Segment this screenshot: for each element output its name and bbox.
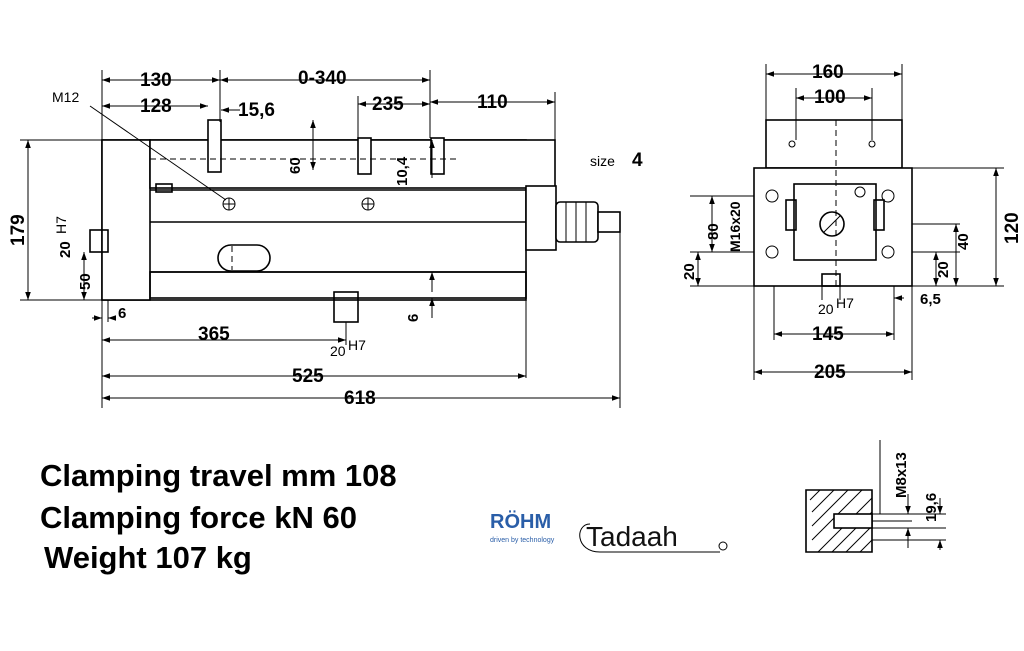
- dim-6-slot: 6: [405, 314, 422, 322]
- dim-205: 205: [814, 362, 846, 383]
- spindle-hole: [819, 211, 845, 237]
- dim-20-front-left: 20: [681, 263, 698, 280]
- h7-left: H7: [53, 216, 69, 234]
- side-view: 130 0-340 128 15,6 235 110 60 10,4 179 2…: [8, 68, 643, 409]
- dim-80: 80: [705, 223, 722, 240]
- spec-weight: Weight 107 kg: [44, 540, 252, 575]
- label-m12: M12: [52, 89, 79, 105]
- rohm-wordmark: RÖHM: [490, 510, 551, 533]
- spec-force: Clamping force kN 60: [40, 500, 357, 535]
- dim-10-4: 10,4: [394, 156, 411, 186]
- dim-0-340: 0-340: [298, 68, 347, 89]
- fixed-jaw: [101, 139, 151, 301]
- rohm-logo: RÖHM driven by technology: [490, 510, 555, 544]
- label-m16x20: M16x20: [727, 201, 743, 252]
- label-size-value: 4: [632, 150, 643, 171]
- detail-view: M8x13 19,6: [805, 440, 946, 553]
- dim-100: 100: [814, 87, 846, 108]
- dim-60: 60: [287, 157, 304, 174]
- front-view: 160 100 120 80 M16x20 20 40 20 20 H7 6,5…: [681, 62, 1023, 383]
- dim-6-5: 6,5: [920, 291, 941, 308]
- dim-40: 40: [955, 233, 972, 250]
- spindle-tip: [597, 211, 621, 233]
- pin-mid: [357, 137, 372, 175]
- spindle-body: [525, 185, 557, 251]
- dim-120: 120: [1002, 212, 1023, 244]
- threaded-hole: [833, 513, 873, 529]
- front-body: [753, 167, 913, 287]
- dim-618: 618: [344, 388, 376, 409]
- front-inner: [793, 183, 877, 261]
- rohm-tagline: driven by technology: [490, 537, 555, 544]
- pin-left: [207, 119, 222, 173]
- dim-365: 365: [198, 324, 230, 345]
- guide-bar: [149, 271, 527, 299]
- dim-235: 235: [372, 94, 404, 115]
- dim-160: 160: [812, 62, 844, 83]
- label-size: size: [590, 153, 615, 169]
- dim-m8x13: M8x13: [893, 452, 910, 498]
- dim-145: 145: [812, 324, 844, 345]
- spec-travel: Clamping travel mm 108: [40, 458, 397, 493]
- dim-20-front-right: 20: [935, 261, 952, 278]
- specs-block: Clamping travel mm 108 Clamping force kN…: [40, 458, 397, 575]
- tadaah-wordmark: Tadaah: [586, 521, 678, 552]
- dim-110: 110: [477, 92, 508, 113]
- dim-525: 525: [292, 366, 324, 387]
- dim-20h7-front: 20: [818, 301, 834, 317]
- key-slot-left: [89, 229, 109, 253]
- oval-slot: [217, 244, 271, 272]
- dim-20-left: 20: [57, 241, 74, 258]
- dim-50: 50: [77, 273, 94, 290]
- dim-128: 128: [140, 96, 172, 117]
- dim-19-6: 19,6: [923, 493, 940, 522]
- dim-6-left: 6: [118, 305, 126, 322]
- dim-20-bottom: 20: [330, 343, 346, 359]
- h7-front: H7: [836, 295, 854, 311]
- dim-179: 179: [8, 214, 29, 246]
- dim-15-6: 15,6: [238, 100, 275, 121]
- front-key: [821, 273, 841, 287]
- spindle-knurl: [555, 201, 599, 243]
- h7-bottom: H7: [348, 337, 366, 353]
- dim-130: 130: [140, 70, 172, 91]
- jaw-plates: [765, 119, 903, 169]
- pin-right: [430, 137, 445, 175]
- tadaah-logo: Tadaah: [579, 521, 728, 553]
